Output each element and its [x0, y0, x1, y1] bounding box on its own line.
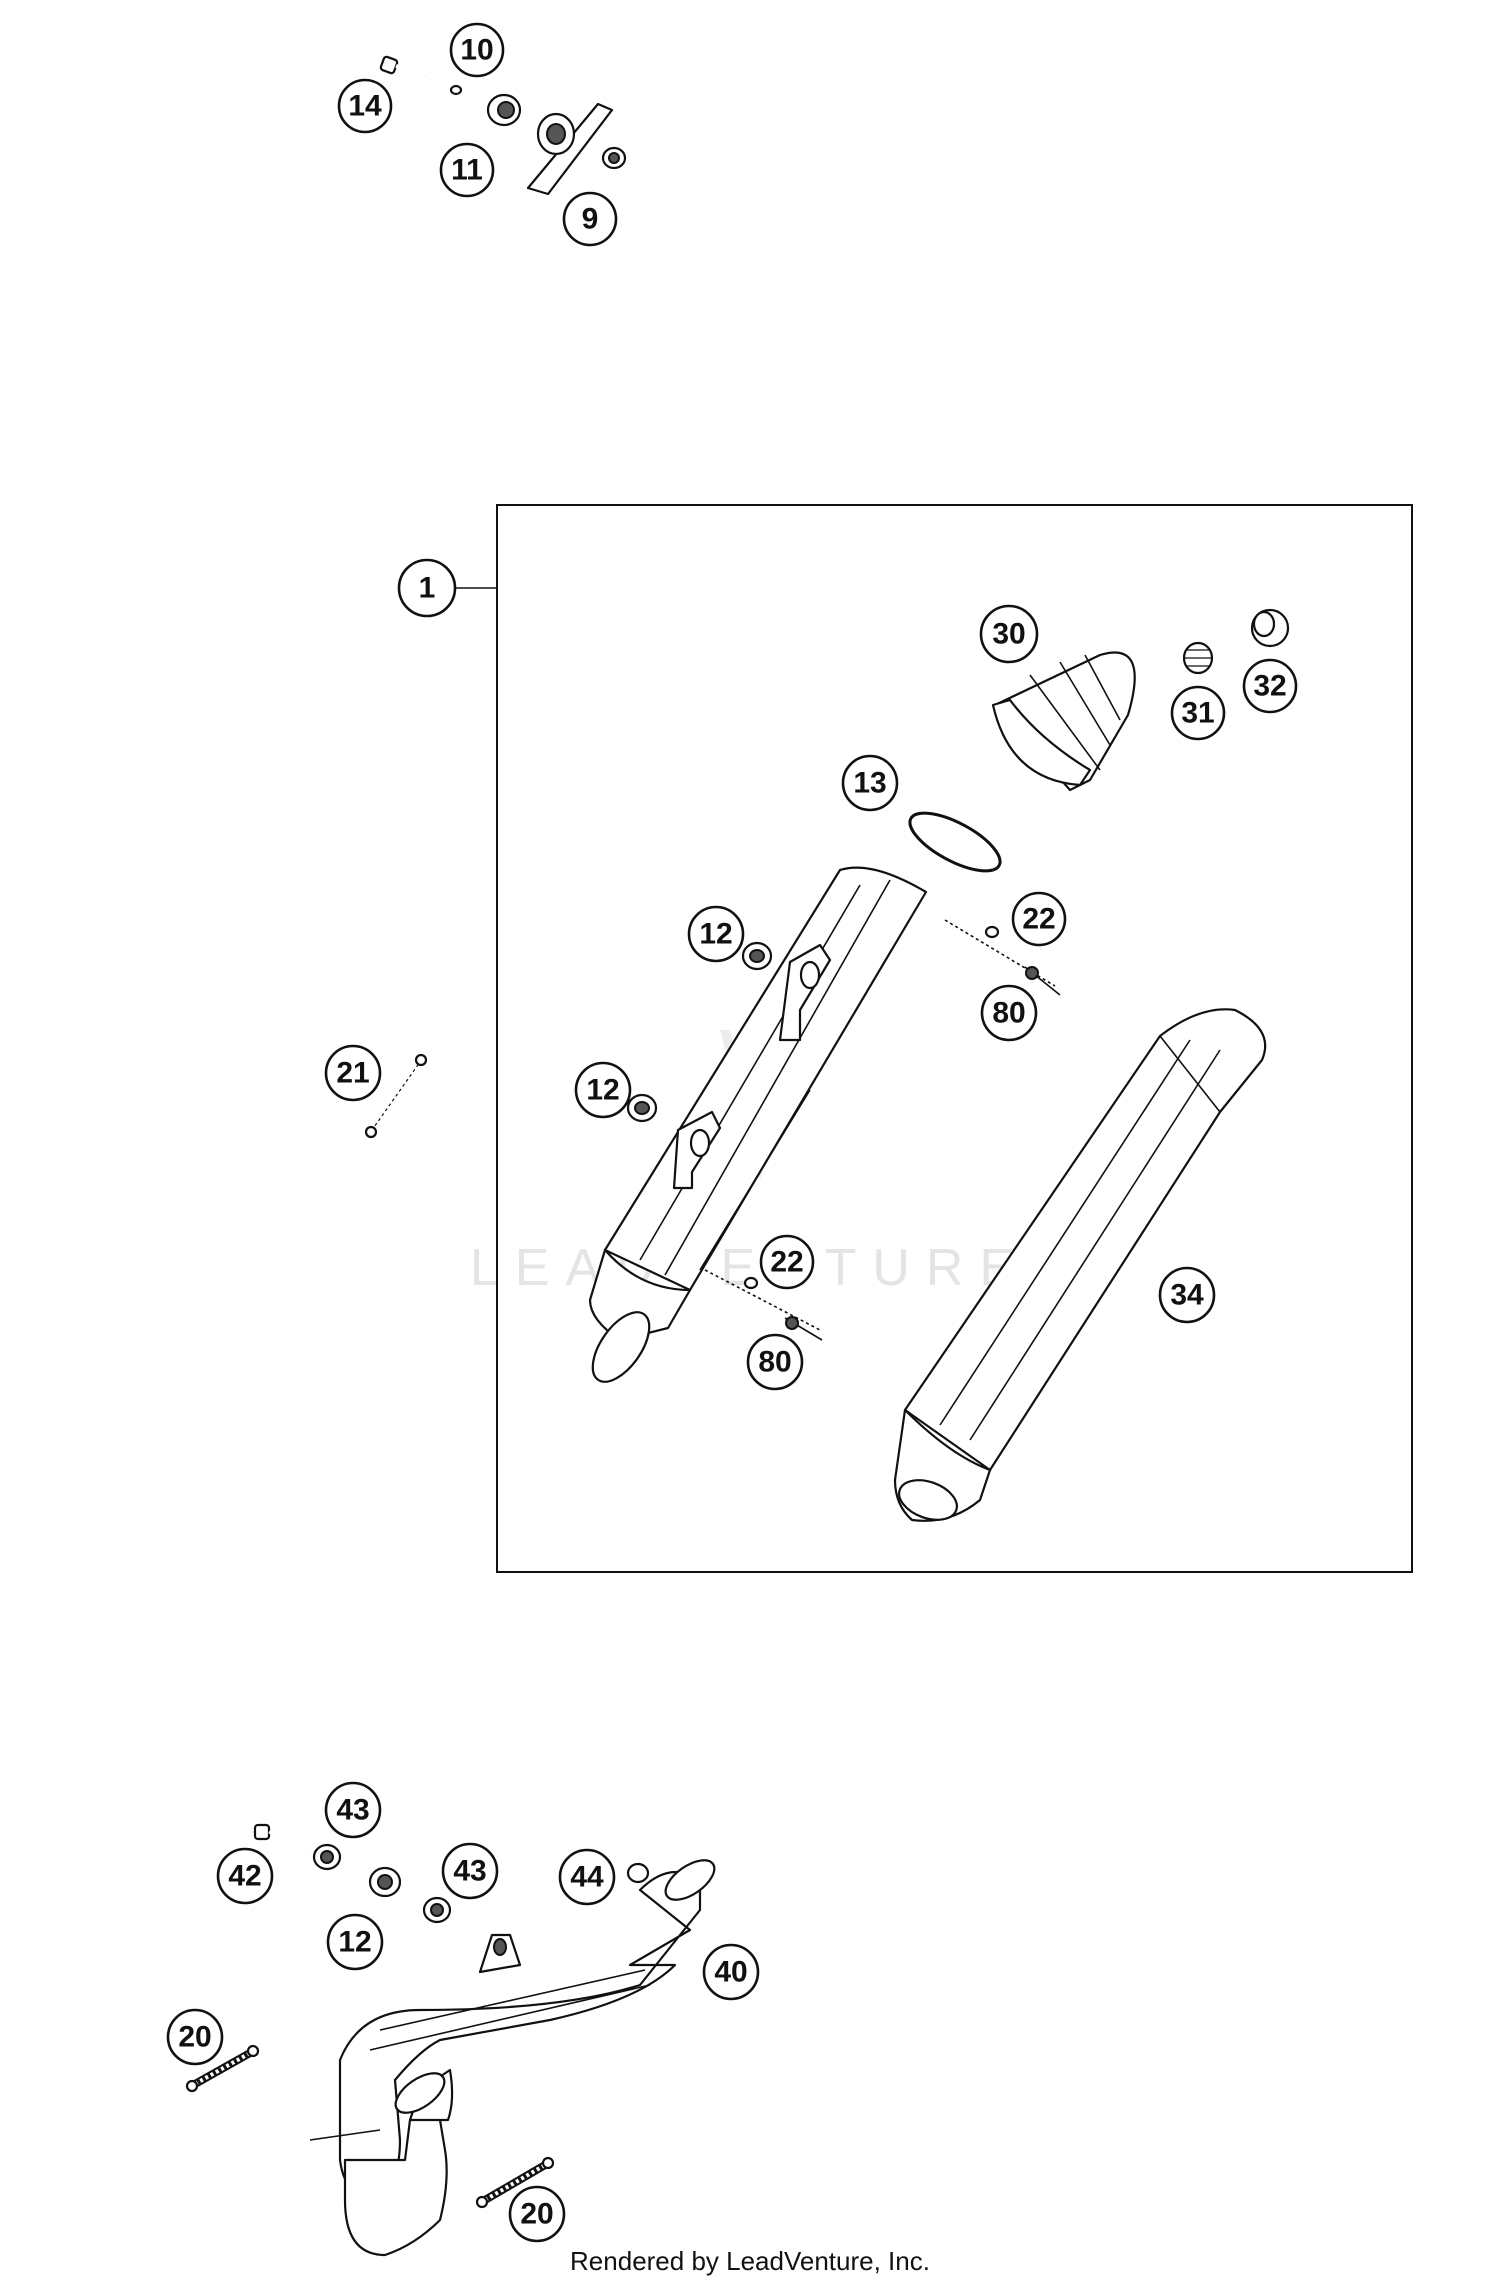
callout-label: 22	[1022, 903, 1055, 936]
callout-20: 20	[166, 2008, 224, 2066]
spring-part	[364, 1053, 428, 1139]
callout-22: 22	[759, 1234, 815, 1290]
spring-part	[185, 2044, 260, 2093]
callout-label: 43	[453, 1855, 486, 1888]
callout-label: 12	[338, 1926, 371, 1959]
callout-label: 80	[992, 997, 1025, 1030]
end-cap-part	[991, 651, 1136, 792]
callout-label: 9	[582, 203, 599, 236]
callout-label: 13	[853, 767, 886, 800]
callout-label: 14	[348, 90, 382, 123]
callout-30: 30	[979, 604, 1039, 664]
callout-14: 14	[337, 78, 393, 134]
callout-label: 11	[451, 154, 483, 187]
callout-44: 44	[558, 1848, 616, 1906]
insert-part	[1182, 641, 1214, 675]
outer-sleeve-part	[893, 1008, 1267, 1522]
callout-12: 12	[326, 1913, 384, 1971]
callout-42: 42	[216, 1847, 274, 1905]
callout-label: 12	[586, 1074, 619, 1107]
assembly-frame	[496, 504, 1413, 1573]
callout-label: 32	[1253, 670, 1286, 703]
callout-label: 42	[228, 1860, 261, 1893]
rubber-grommet-part	[368, 1866, 402, 1898]
callout-label: 20	[520, 2198, 553, 2231]
callout-80: 80	[980, 984, 1038, 1042]
washer-part	[601, 146, 627, 170]
callout-label: 22	[770, 1246, 803, 1279]
callout-label: 44	[570, 1861, 604, 1894]
o-ring-part	[449, 84, 463, 96]
rubber-grommet-part	[741, 941, 773, 971]
spring-part	[475, 2156, 555, 2209]
screw-part	[944, 919, 1061, 996]
watermark-text: LEADVENTURE	[470, 1239, 1030, 1297]
bolt-part	[253, 1823, 311, 1852]
callout-label: 40	[714, 1956, 747, 1989]
callout-label: 1	[419, 572, 436, 605]
rubber-grommet-part	[626, 1093, 658, 1123]
plug-part	[1250, 608, 1290, 648]
callout-20: 20	[508, 2185, 566, 2243]
callout-31: 31	[1170, 685, 1226, 741]
callout-label: 21	[336, 1057, 369, 1090]
callout-32: 32	[1242, 658, 1298, 714]
callout-label: 10	[460, 34, 493, 67]
bracket-part	[526, 102, 614, 196]
callout-label: 20	[178, 2021, 211, 2054]
header-pipe-part	[309, 1859, 716, 2257]
callout-80: 80	[746, 1333, 804, 1391]
callout-label: 43	[336, 1794, 369, 1827]
washer-part	[312, 1843, 342, 1871]
screw-part	[704, 1269, 823, 1341]
clamp-part	[626, 1862, 650, 1884]
callout-label: 80	[758, 1346, 791, 1379]
mount-hardware-group	[379, 55, 627, 196]
callout-9: 9	[562, 191, 618, 247]
callout-12: 12	[687, 905, 745, 963]
rubber-bushing-part	[486, 93, 522, 127]
callout-43: 43	[324, 1781, 382, 1839]
callout-12: 12	[574, 1061, 632, 1119]
bolt-part	[379, 55, 426, 78]
callout-label: 31	[1181, 697, 1214, 730]
footer-credit: Rendered by LeadVenture, Inc.	[570, 2246, 930, 2276]
callout-22: 22	[1011, 891, 1067, 947]
callout-40: 40	[702, 1943, 760, 2001]
callout-21: 21	[324, 1044, 382, 1102]
callout-label: 12	[699, 918, 732, 951]
callout-43: 43	[441, 1842, 499, 1900]
callout-label: 34	[1170, 1279, 1204, 1312]
callout-1: 1	[397, 558, 457, 618]
washer-part	[422, 1896, 452, 1924]
callout-label: 30	[992, 618, 1025, 651]
callout-13: 13	[841, 754, 899, 812]
callout-34: 34	[1158, 1266, 1216, 1324]
callout-11: 11	[439, 142, 495, 198]
callout-10: 10	[449, 22, 505, 78]
gasket-part	[908, 811, 1002, 873]
muffler-body-part	[588, 866, 928, 1383]
